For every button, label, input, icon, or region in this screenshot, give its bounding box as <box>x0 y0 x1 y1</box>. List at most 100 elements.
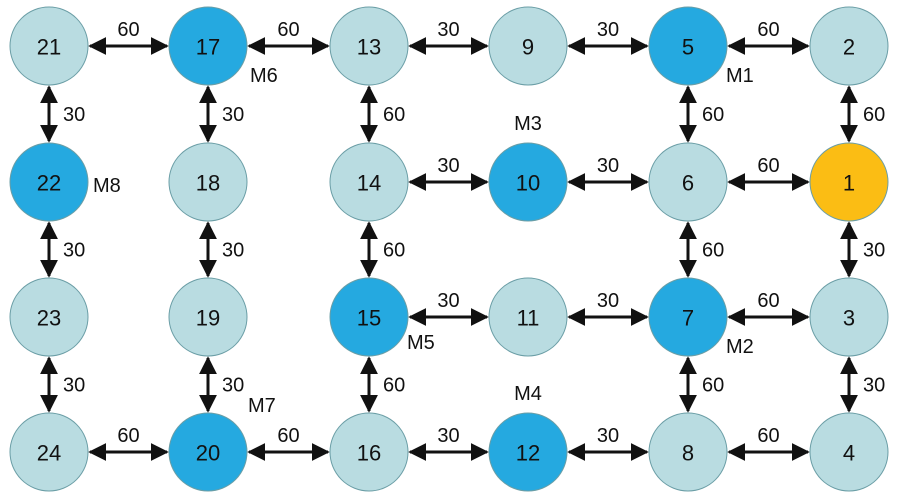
node-24: 24 <box>9 412 89 492</box>
node-circle-6 <box>648 142 728 222</box>
node-label-8: 8 <box>682 441 694 466</box>
edge-weight-16-12: 30 <box>437 425 459 447</box>
edge-weight-20-16: 60 <box>277 425 299 447</box>
edge-weight-1-3: 30 <box>863 240 885 262</box>
node-circle-4 <box>809 412 889 492</box>
node-18: 18 <box>168 142 248 222</box>
edge-weight-8-4: 60 <box>757 425 779 447</box>
node-circle-3 <box>809 277 889 357</box>
node-label-18: 18 <box>196 171 220 196</box>
node-label-4: 4 <box>843 441 855 466</box>
node-17: 17 <box>168 6 248 86</box>
machine-label-m1: M1 <box>726 65 754 87</box>
node-label-6: 6 <box>682 171 694 196</box>
edge-weight-17-18: 30 <box>222 104 244 126</box>
node-circle-17 <box>168 6 248 86</box>
edge-weight-14-15: 60 <box>383 240 405 262</box>
node-label-15: 15 <box>357 306 381 331</box>
machine-label-m5: M5 <box>407 332 435 354</box>
machine-label-m2: M2 <box>726 336 754 358</box>
edge-weight-13-14: 60 <box>383 104 405 126</box>
edge-weight-9-5: 30 <box>597 19 619 41</box>
edge-weight-18-19: 30 <box>222 240 244 262</box>
node-circle-14 <box>329 142 409 222</box>
node-14: 14 <box>329 142 409 222</box>
edge-weight-15-11: 30 <box>437 290 459 312</box>
node-circle-23 <box>9 277 89 357</box>
node-circle-12 <box>488 412 568 492</box>
edge-weight-5-2: 60 <box>757 19 779 41</box>
machine-label-m4: M4 <box>514 383 542 405</box>
node-8: 8 <box>648 412 728 492</box>
node-13: 13 <box>329 6 409 86</box>
node-4: 4 <box>809 412 889 492</box>
node-label-1: 1 <box>843 171 855 196</box>
node-label-19: 19 <box>196 306 220 331</box>
edge-weight-10-6: 30 <box>597 155 619 177</box>
node-circle-1 <box>809 142 889 222</box>
edge-weight-2-1: 60 <box>863 104 885 126</box>
node-label-13: 13 <box>357 35 381 60</box>
node-label-23: 23 <box>37 306 61 331</box>
node-11: 11 <box>488 277 568 357</box>
edge-weight-15-16: 60 <box>383 375 405 397</box>
node-label-17: 17 <box>196 35 220 60</box>
node-circle-2 <box>809 6 889 86</box>
node-1: 1 <box>809 142 889 222</box>
node-label-3: 3 <box>843 306 855 331</box>
node-23: 23 <box>9 277 89 357</box>
edge-weight-13-9: 30 <box>437 19 459 41</box>
edge-weight-14-10: 30 <box>437 155 459 177</box>
node-circle-8 <box>648 412 728 492</box>
edge-weight-6-7: 60 <box>702 240 724 262</box>
edge-weight-7-3: 60 <box>757 290 779 312</box>
node-circle-7 <box>648 277 728 357</box>
machine-label-m3: M3 <box>514 113 542 135</box>
node-label-2: 2 <box>843 35 855 60</box>
node-circle-13 <box>329 6 409 86</box>
edge-weight-12-8: 30 <box>597 425 619 447</box>
node-circle-21 <box>9 6 89 86</box>
node-2: 2 <box>809 6 889 86</box>
node-10: 10 <box>488 142 568 222</box>
edge-weight-22-23: 30 <box>63 240 85 262</box>
edge-weight-23-24: 30 <box>63 375 85 397</box>
node-12: 12 <box>488 412 568 492</box>
node-label-24: 24 <box>37 441 61 466</box>
node-3: 3 <box>809 277 889 357</box>
edge-weight-5-6: 60 <box>702 104 724 126</box>
edge-labels-layer: 60 60 30 30 60 30 30 60 30 30 60 60 60 30 30 60 30 30 30 30… <box>63 19 885 447</box>
node-circle-5 <box>648 6 728 86</box>
node-22: 22 <box>9 142 89 222</box>
node-5: 5 <box>648 6 728 86</box>
node-circle-15 <box>329 277 409 357</box>
edge-weight-11-7: 30 <box>597 290 619 312</box>
node-circle-19 <box>168 277 248 357</box>
edges-layer <box>40 37 858 461</box>
node-label-21: 21 <box>37 35 61 60</box>
node-7: 7 <box>648 277 728 357</box>
node-circle-18 <box>168 142 248 222</box>
node-label-16: 16 <box>357 441 381 466</box>
node-label-10: 10 <box>516 171 540 196</box>
node-circle-16 <box>329 412 409 492</box>
node-21: 21 <box>9 6 89 86</box>
edge-weight-21-22: 30 <box>63 104 85 126</box>
node-15: 15 <box>329 277 409 357</box>
node-label-12: 12 <box>516 441 540 466</box>
node-circle-10 <box>488 142 568 222</box>
node-circle-9 <box>488 6 568 86</box>
node-label-7: 7 <box>682 306 694 331</box>
machine-label-m7: M7 <box>248 395 276 417</box>
edge-weight-19-20: 30 <box>222 375 244 397</box>
machine-label-m6: M6 <box>250 65 278 87</box>
node-label-9: 9 <box>522 35 534 60</box>
node-circle-11 <box>488 277 568 357</box>
machine-label-m8: M8 <box>93 175 121 197</box>
node-label-22: 22 <box>37 171 61 196</box>
node-circle-20 <box>168 412 248 492</box>
node-circle-24 <box>9 412 89 492</box>
